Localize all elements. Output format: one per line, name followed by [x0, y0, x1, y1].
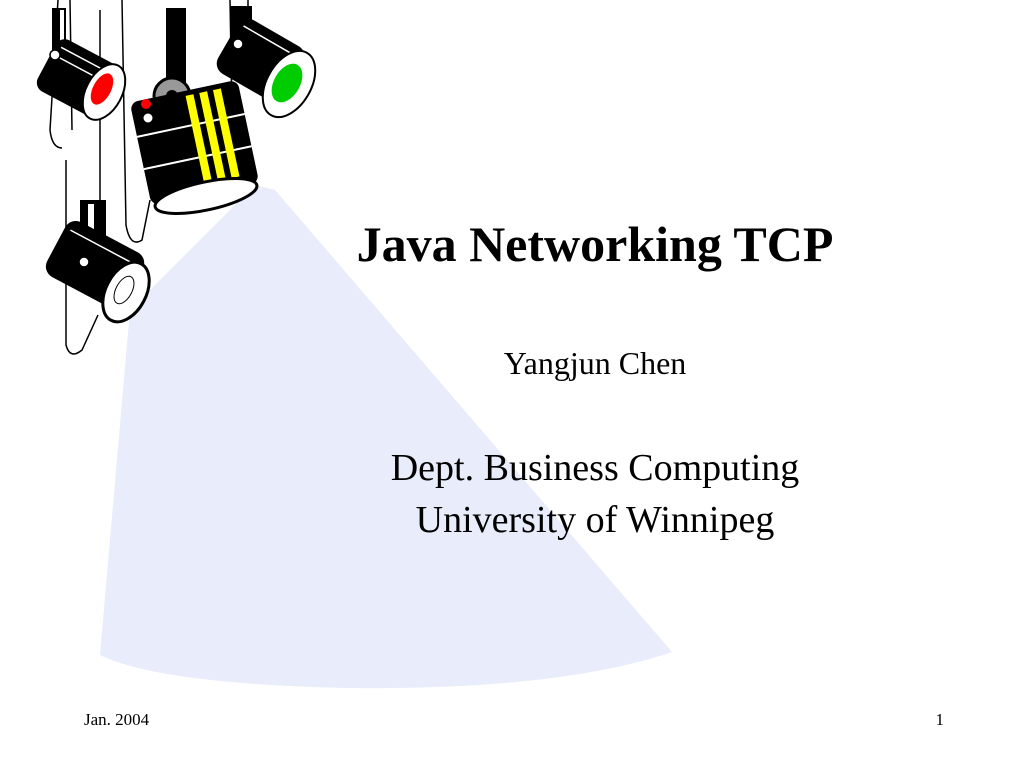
affiliation-university: University of Winnipeg	[415, 499, 775, 541]
footer-date: Jan. 2004	[84, 710, 150, 729]
slide-title: Java Networking TCP	[356, 216, 834, 272]
spotlight-icon	[45, 200, 151, 324]
spotlight-icon	[216, 6, 317, 119]
affiliation-department: Dept. Business Computing	[390, 447, 800, 489]
affiliation: Dept. Business Computing University of W…	[300, 442, 890, 546]
author-name: Yangjun Chen	[503, 345, 687, 381]
page-number: 1	[935, 710, 945, 729]
light-beam	[100, 185, 672, 689]
spotlight-icon	[36, 8, 127, 121]
spotlight-icon	[131, 8, 259, 215]
